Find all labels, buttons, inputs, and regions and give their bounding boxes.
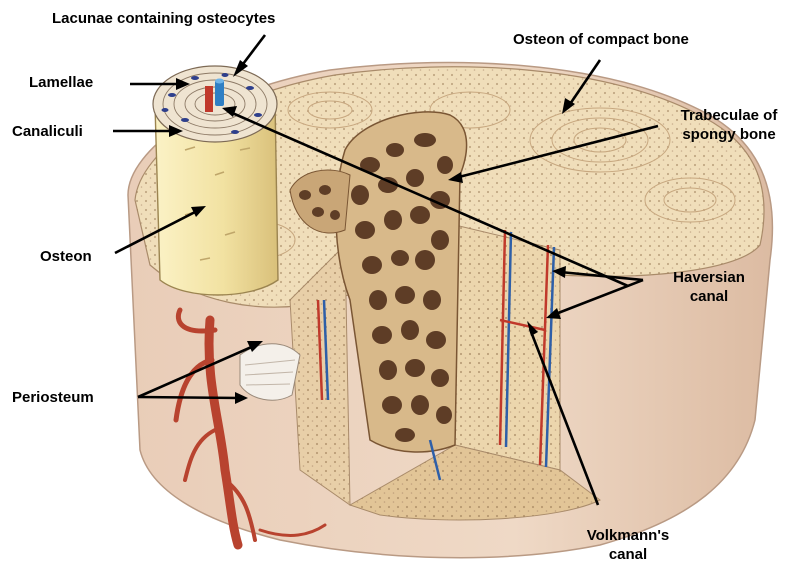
label-lamellae: Lamellae [29, 73, 93, 92]
label-osteon-compact-bone: Osteon of compact bone [513, 30, 689, 49]
label-haversian-line2: canal [654, 287, 764, 306]
haversian-artery [205, 86, 213, 112]
label-haversian-canal: Haversian canal [654, 268, 764, 306]
label-periosteum: Periosteum [12, 388, 94, 407]
label-volkmann-line2: canal [573, 545, 683, 564]
label-lacunae: Lacunae containing osteocytes [52, 9, 275, 28]
label-trabeculae-line1: Trabeculae of [664, 106, 794, 125]
label-canaliculi: Canaliculi [12, 122, 83, 141]
label-trabeculae: Trabeculae of spongy bone [664, 106, 794, 144]
label-trabeculae-line2: spongy bone [664, 125, 794, 144]
label-osteon: Osteon [40, 247, 92, 266]
label-volkmann-canal: Volkmann's canal [573, 526, 683, 564]
label-volkmann-line1: Volkmann's [573, 526, 683, 545]
label-haversian-line1: Haversian [654, 268, 764, 287]
haversian-vein [215, 80, 224, 106]
